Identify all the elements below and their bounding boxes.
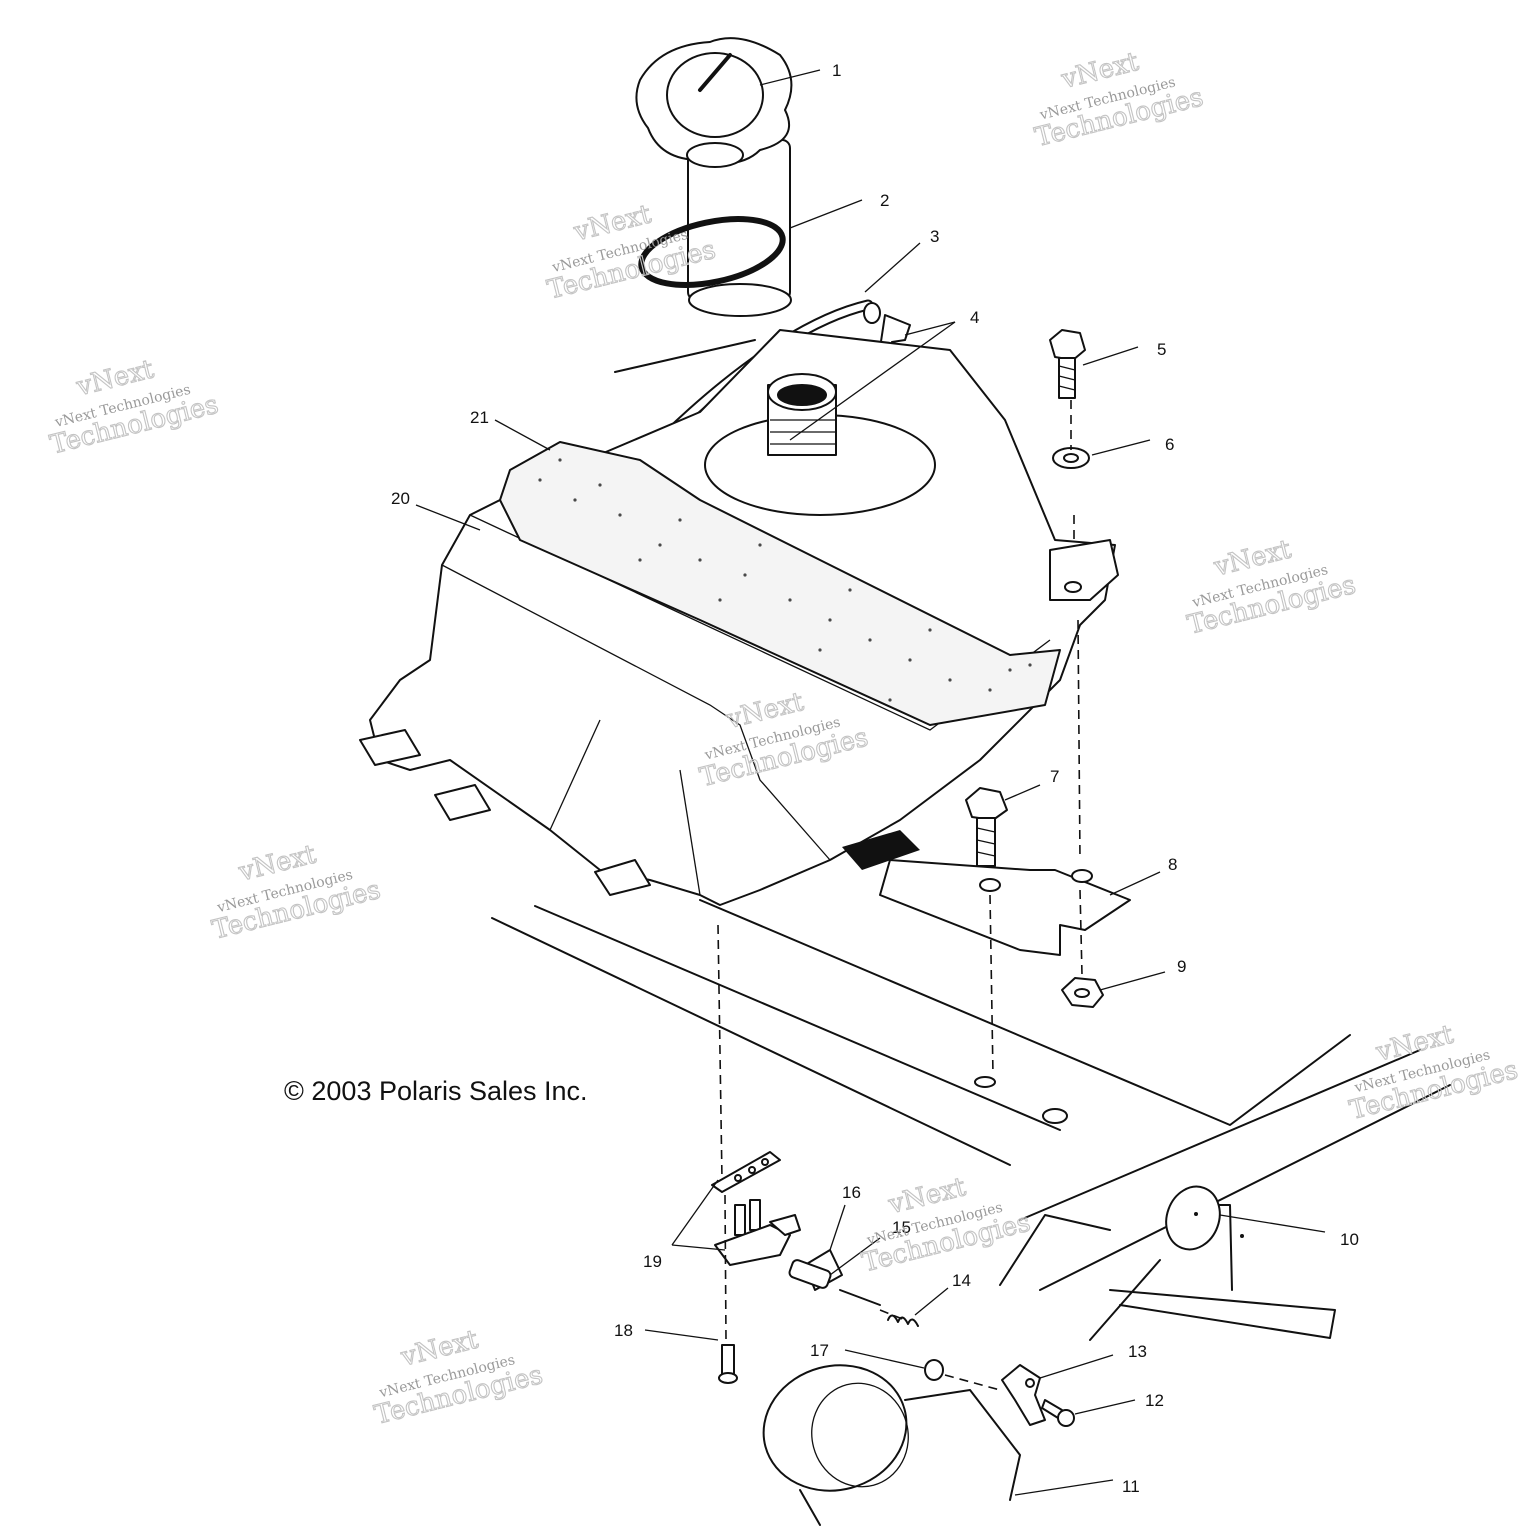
callout-8: 8 xyxy=(1168,855,1177,874)
watermark: vNext vNext Technologies Technologies xyxy=(47,354,222,461)
callout-17: 17 xyxy=(810,1341,829,1360)
watermark: vNext vNext Technologies Technologies xyxy=(859,1172,1034,1279)
watermark: vNext vNext Technologies Technologies xyxy=(1031,46,1206,153)
watermark: vNext vNext Technologies Technologies xyxy=(371,1324,546,1431)
callout-4: 4 xyxy=(970,308,979,327)
leader-lines xyxy=(415,69,1326,1496)
hardware-icon xyxy=(879,329,1131,1008)
callout-1: 1 xyxy=(832,61,841,80)
callout-3: 3 xyxy=(930,227,939,246)
frame-icon xyxy=(491,899,1451,1526)
copyright-notice: © 2003 Polaris Sales Inc. xyxy=(284,1076,588,1106)
fuel-tank-icon xyxy=(359,329,1119,906)
watermark: vNext vNext Technologies Technologies xyxy=(1184,534,1359,641)
callout-6: 6 xyxy=(1165,435,1174,454)
callout-16: 16 xyxy=(842,1183,861,1202)
callout-9: 9 xyxy=(1177,957,1186,976)
callout-12: 12 xyxy=(1145,1391,1164,1410)
fuel-cap-icon xyxy=(635,37,793,317)
callout-21: 21 xyxy=(470,408,489,427)
watermark: vNext vNext Technologies Technologies xyxy=(1346,1019,1521,1126)
callout-13: 13 xyxy=(1128,1342,1147,1361)
callout-14: 14 xyxy=(952,1271,971,1290)
callout-labels: 1 2 3 4 5 6 7 8 9 10 11 12 13 14 15 16 1… xyxy=(391,61,1359,1496)
fuel-valve-icon xyxy=(711,1151,1075,1427)
callout-5: 5 xyxy=(1157,340,1166,359)
callout-20: 20 xyxy=(391,489,410,508)
callout-19: 19 xyxy=(643,1252,662,1271)
callout-2: 2 xyxy=(880,191,889,210)
callout-18: 18 xyxy=(614,1321,633,1340)
assembly-lines xyxy=(717,400,1083,1391)
callout-10: 10 xyxy=(1340,1230,1359,1249)
callout-7: 7 xyxy=(1050,767,1059,786)
watermark: vNext vNext Technologies Technologies xyxy=(209,839,384,946)
callout-15: 15 xyxy=(892,1218,911,1237)
callout-11: 11 xyxy=(1122,1477,1140,1496)
